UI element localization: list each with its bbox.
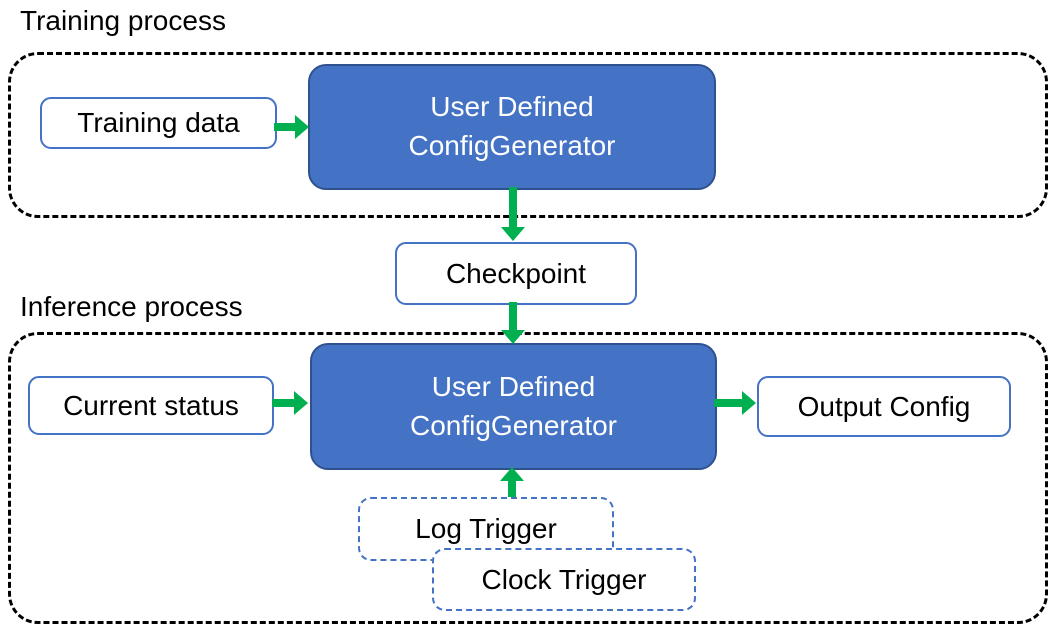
training-data-box: Training data bbox=[40, 97, 277, 149]
arrow-shaft bbox=[714, 399, 743, 407]
arrow-head-icon bbox=[500, 467, 524, 481]
arrow-head-icon bbox=[294, 391, 308, 415]
training-generator-box: User Defined ConfigGenerator bbox=[308, 64, 716, 190]
arrow-shaft bbox=[509, 302, 517, 331]
training-process-container bbox=[8, 52, 1048, 218]
arrow-head-icon bbox=[742, 391, 756, 415]
arrow-shaft bbox=[509, 187, 517, 228]
output-config-box: Output Config bbox=[757, 376, 1011, 437]
training-generator-line2: ConfigGenerator bbox=[408, 130, 616, 161]
current-status-box: Current status bbox=[28, 376, 274, 435]
clock-trigger-box: Clock Trigger bbox=[432, 548, 696, 611]
inference-generator-line1: User Defined bbox=[431, 370, 596, 402]
inference-section-label: Inference process bbox=[20, 291, 243, 322]
arrow-head-icon bbox=[501, 330, 525, 344]
arrow-shaft bbox=[508, 480, 516, 497]
arrow-head-icon bbox=[295, 115, 309, 139]
arrow-generator-to-output bbox=[714, 390, 756, 416]
training-section-label: Training process bbox=[20, 5, 226, 36]
checkpoint-box: Checkpoint bbox=[395, 242, 637, 305]
arrow-head-icon bbox=[501, 227, 525, 241]
inference-process-container bbox=[8, 332, 1048, 624]
arrow-training-data-to-generator bbox=[274, 114, 309, 140]
arrow-shaft bbox=[274, 123, 296, 131]
arrow-checkpoint-to-generator bbox=[501, 302, 525, 344]
arrow-current-status-to-generator bbox=[272, 390, 308, 416]
inference-generator-line2: ConfigGenerator bbox=[409, 409, 617, 441]
arrow-shaft bbox=[272, 399, 295, 407]
training-generator-line1: User Defined bbox=[430, 91, 594, 123]
inference-generator-box: User Defined ConfigGenerator bbox=[310, 343, 717, 470]
arrow-triggers-to-generator bbox=[500, 467, 524, 497]
arrow-generator-to-checkpoint bbox=[501, 187, 525, 241]
